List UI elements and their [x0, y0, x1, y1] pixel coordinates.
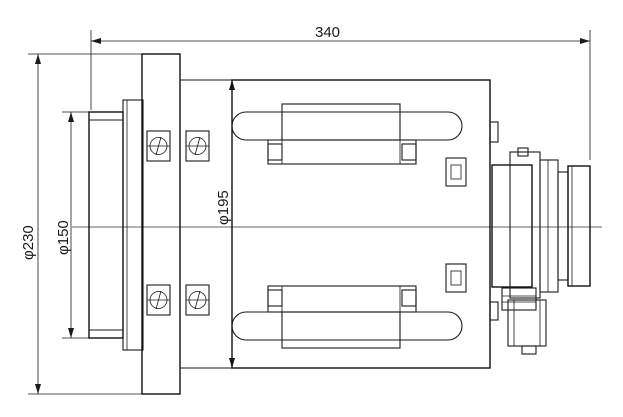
bolt-top-left	[146, 130, 171, 162]
bolt-bottom-left	[146, 284, 171, 316]
dim-label-spigot-diameter: φ150	[55, 220, 72, 255]
upper-slot	[231, 103, 463, 165]
bolt-bottom-right	[185, 284, 210, 316]
dim-label-body-diameter: φ195	[215, 190, 232, 225]
dim-label-overall-length: 340	[315, 24, 340, 41]
dim-overall-length: 340	[90, 24, 591, 160]
dim-flange-diameter: φ230	[20, 53, 142, 395]
dim-label-flange-diameter: φ230	[20, 225, 37, 260]
rear-connector	[489, 287, 547, 355]
fitting-lower	[445, 263, 467, 293]
front-spigot	[88, 99, 144, 351]
fitting-upper	[445, 157, 467, 187]
dim-spigot-diameter: φ150	[55, 111, 92, 339]
flange	[141, 53, 232, 395]
bolt-top-right	[185, 130, 210, 162]
rear-section	[489, 121, 591, 299]
lower-slot	[231, 285, 463, 349]
main-housing	[231, 79, 491, 369]
